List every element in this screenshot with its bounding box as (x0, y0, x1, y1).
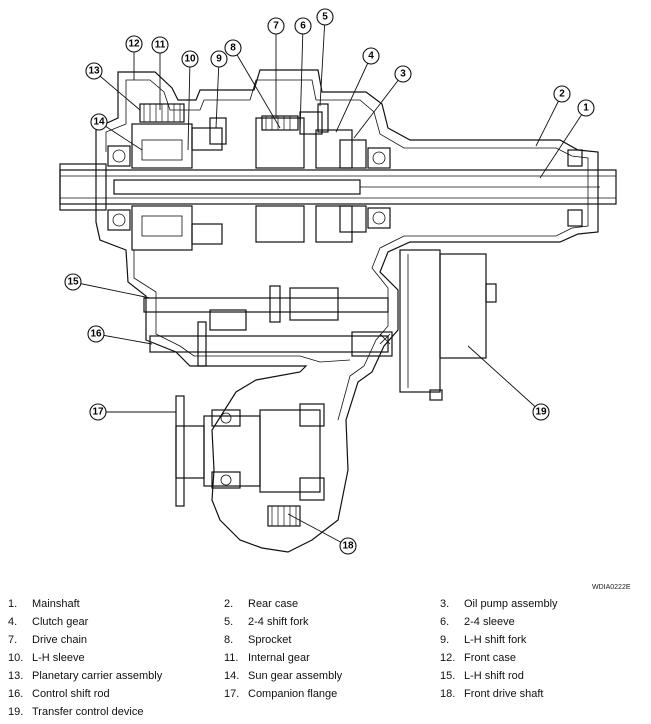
svg-text:14: 14 (93, 117, 105, 128)
mainshaft-bearings (107, 145, 583, 231)
svg-text:11: 11 (155, 40, 166, 51)
sprocket-and-drive-chain (255, 111, 323, 243)
callout-4: 4 (362, 47, 380, 65)
callout-17: 17 (89, 403, 107, 421)
lower-shift-rods (143, 285, 393, 367)
figure-code: WDIA0222E (592, 584, 631, 591)
callout-5: 5 (316, 8, 334, 26)
legend-item-7: 7.Drive chain (8, 634, 88, 646)
legend-item-12: 12.Front case (440, 652, 516, 664)
callout-16: 16 (87, 325, 105, 343)
svg-text:18: 18 (342, 541, 354, 552)
clutch-gear-2-4-sleeve-oil-pump (315, 103, 367, 243)
svg-text:3: 3 (400, 69, 406, 80)
legend-item-10: 10.L-H sleeve (8, 652, 85, 664)
svg-text:5: 5 (322, 12, 328, 23)
legend-item-17: 17.Companion flange (224, 688, 338, 700)
legend-item-18: 18.Front drive shaft (440, 688, 544, 700)
svg-text:10: 10 (184, 54, 196, 65)
svg-text:8: 8 (230, 43, 236, 54)
callout-9: 9 (210, 50, 228, 68)
svg-text:9: 9 (216, 54, 222, 65)
svg-text:13: 13 (88, 66, 100, 77)
svg-text:16: 16 (90, 329, 102, 340)
callout-12: 12 (125, 35, 143, 53)
legend-item-19: 19.Transfer control device (8, 706, 144, 718)
legend-item-13: 13.Planetary carrier assembly (8, 670, 163, 682)
legend-item-3: 3.Oil pump assembly (440, 598, 558, 610)
callout-14: 14 (90, 113, 108, 131)
callout-15: 15 (64, 273, 82, 291)
transfer-control-device (399, 249, 497, 401)
svg-text:7: 7 (273, 21, 279, 32)
svg-text:1: 1 (583, 103, 589, 114)
leader-lines (72, 17, 587, 547)
legend-item-14: 14.Sun gear assembly (224, 670, 343, 682)
callout-3: 3 (394, 65, 412, 83)
legend-item-2: 2.Rear case (224, 598, 299, 610)
callout-11: 11 (151, 36, 169, 54)
svg-text:4: 4 (368, 51, 374, 62)
lh-sleeve-and-fork (191, 117, 227, 245)
legend-item-15: 15.L-H shift rod (440, 670, 524, 682)
callout-8: 8 (224, 39, 242, 57)
legend-item-4: 4.Clutch gear (8, 616, 89, 628)
svg-text:6: 6 (300, 21, 306, 32)
legend-item-1: 1.Mainshaft (8, 598, 80, 610)
legend-item-11: 11.Internal gear (224, 652, 310, 664)
svg-text:17: 17 (92, 407, 104, 418)
planetary-gear-set (131, 103, 193, 251)
svg-text:15: 15 (67, 277, 79, 288)
svg-text:12: 12 (128, 39, 140, 50)
mainshaft (59, 163, 617, 211)
legend-item-9: 9.L-H shift fork (440, 634, 527, 646)
svg-text:19: 19 (535, 407, 547, 418)
legend-item-6: 6.2-4 sleeve (440, 616, 515, 628)
legend-item-5: 5.2-4 shift fork (224, 616, 309, 628)
callout-19: 19 (532, 403, 550, 421)
svg-text:2: 2 (559, 89, 565, 100)
transfer-case-housing (95, 69, 599, 553)
legend-item-16: 16.Control shift rod (8, 688, 110, 700)
callout-10: 10 (181, 50, 199, 68)
callout-6: 6 (294, 17, 312, 35)
callout-7: 7 (267, 17, 285, 35)
callout-2: 2 (553, 85, 571, 103)
callout-13: 13 (85, 62, 103, 80)
callout-18: 18 (339, 537, 357, 555)
parts-legend: 1.Mainshaft 2.Rear case 3.Oil pump assem… (0, 594, 651, 724)
callout-1: 1 (577, 99, 595, 117)
transfer-case-cross-section-diagram: 1 2 3 4 5 6 7 8 9 10 11 12 13 14 15 16 1… (59, 8, 617, 555)
legend-item-8: 8.Sprocket (224, 634, 292, 646)
front-drive-shaft-and-companion-flange (175, 395, 325, 527)
